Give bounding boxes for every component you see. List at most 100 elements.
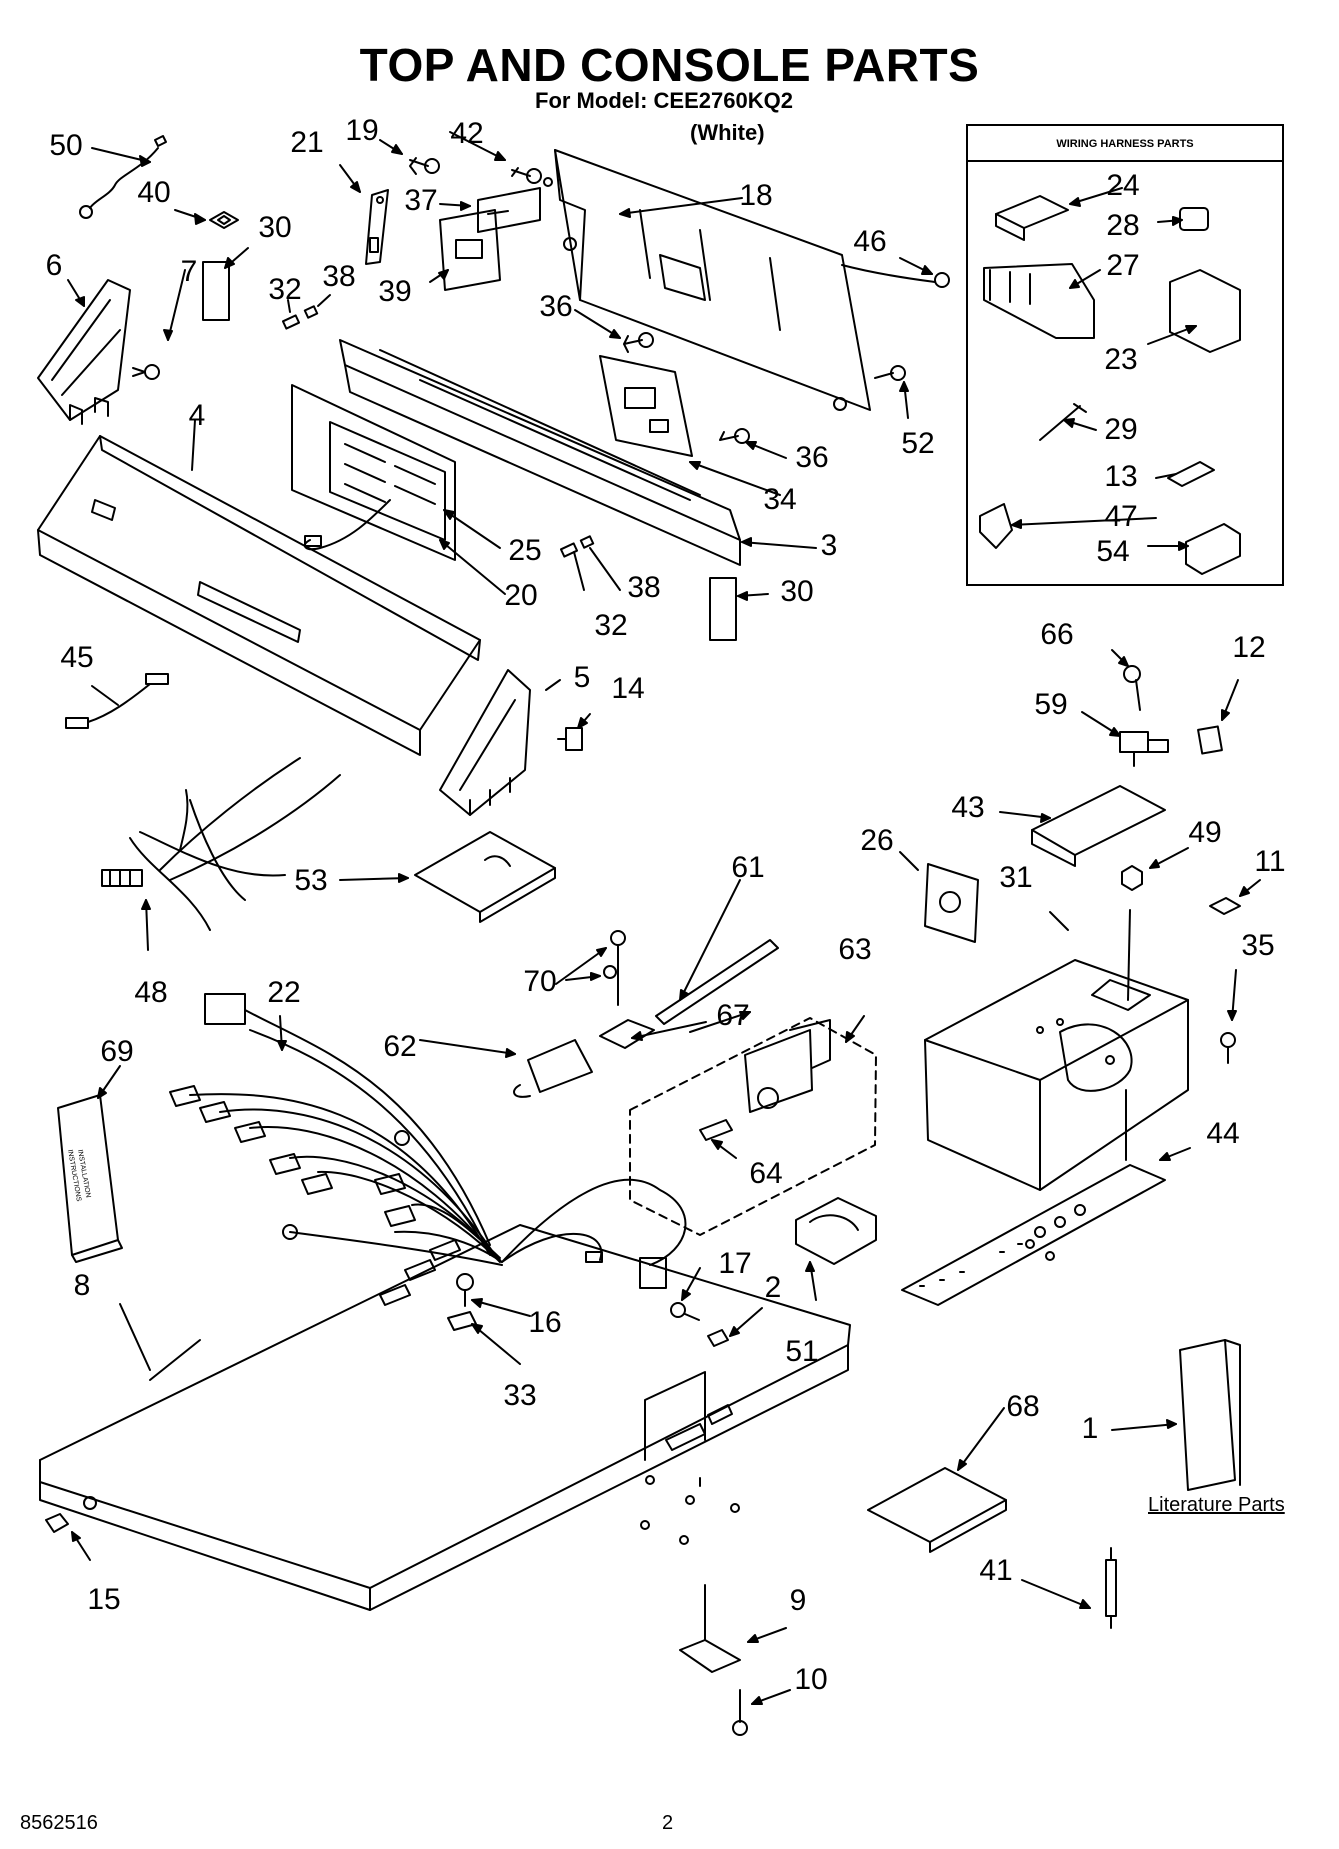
callout-47: 47 (1104, 500, 1138, 533)
callout-25: 25 (508, 534, 542, 567)
callout-31: 31 (999, 861, 1033, 894)
part-47-clip (979, 503, 1013, 549)
part-61-rod (655, 939, 779, 1025)
part-54-housing (1185, 523, 1241, 575)
part-30-label-top (202, 261, 230, 321)
callout-14: 14 (611, 672, 645, 705)
callout-53: 53 (294, 864, 328, 897)
part-41-fuse (1105, 1547, 1117, 1629)
part-32-pin-a (281, 314, 301, 330)
part-4-console-panel (37, 435, 481, 756)
part-34-control-board (599, 355, 693, 457)
model-subtitle: For Model: CEE2760KQ2 (535, 88, 793, 113)
callout-38-top: 38 (322, 260, 356, 293)
part-23-connector (1169, 269, 1241, 353)
callout-63: 63 (838, 933, 872, 966)
part-45-harness (65, 673, 169, 729)
part-66-key (1123, 665, 1141, 711)
callout-1: 1 (1081, 1412, 1099, 1445)
callout-8: 8 (73, 1269, 91, 1302)
callout-13: 13 (1104, 460, 1138, 493)
callout-49: 49 (1188, 816, 1222, 849)
callout-43: 43 (951, 791, 985, 824)
callout-68: 68 (1006, 1390, 1040, 1423)
callout-35: 35 (1241, 929, 1275, 962)
callout-64: 64 (749, 1157, 783, 1190)
part-48-harness (101, 757, 341, 931)
callout-26: 26 (860, 824, 894, 857)
part-69-booklet (57, 1094, 123, 1263)
part-39-bracket (439, 209, 501, 291)
callout-32-top: 32 (268, 273, 302, 306)
part-29-tie (1039, 403, 1087, 441)
callout-9: 9 (789, 1584, 807, 1617)
part-42-screw (511, 167, 542, 184)
part-31-housing (924, 909, 1189, 1191)
wiring-harness-title: WIRING HARNESS PARTS (968, 126, 1282, 162)
callout-30-top: 30 (258, 211, 292, 244)
part-32-pin-b (559, 542, 579, 558)
part-16-screw (456, 1273, 474, 1307)
callout-11: 11 (1254, 845, 1286, 878)
part-40-clip (209, 211, 239, 229)
part-36-screw-b (719, 428, 750, 444)
part-10-screw (732, 1689, 748, 1736)
part-13-terminal (1167, 461, 1215, 487)
callout-41: 41 (979, 1554, 1013, 1587)
part-46-wire (841, 264, 950, 288)
callout-59: 59 (1034, 688, 1068, 721)
callout-36-bottom: 36 (795, 441, 829, 474)
part-18-back-panel (543, 149, 871, 411)
part-62-clamp (513, 1039, 593, 1098)
callout-34: 34 (763, 483, 797, 516)
callout-7: 7 (180, 255, 198, 288)
callout-69: 69 (100, 1035, 134, 1068)
callout-12: 12 (1232, 631, 1266, 664)
callout-2: 2 (764, 1271, 782, 1304)
callout-4: 4 (188, 399, 206, 432)
part-67-bracket (599, 1019, 655, 1049)
callout-66: 66 (1040, 618, 1074, 651)
callout-23: 23 (1104, 343, 1138, 376)
part-70-screws (603, 930, 626, 1006)
part-20-ribbon-end (304, 535, 322, 547)
part-63-latch (629, 1017, 877, 1236)
part-64-lever (699, 1119, 733, 1141)
callout-33: 33 (503, 1379, 537, 1412)
part-7-screw (132, 364, 160, 380)
callout-50: 50 (49, 129, 83, 162)
part-25-switch (291, 384, 456, 561)
callout-39: 39 (378, 275, 412, 308)
callout-44: 44 (1206, 1117, 1240, 1150)
leader-arrows (67, 131, 1261, 1705)
part-24-connector (995, 195, 1069, 241)
part-68-pad (867, 1467, 1007, 1553)
part-53-pad (414, 831, 556, 923)
part-43-tray (1031, 785, 1166, 867)
callout-3: 3 (820, 529, 838, 562)
callout-54: 54 (1096, 535, 1130, 568)
callout-46: 46 (853, 225, 887, 258)
callout-51: 51 (785, 1335, 819, 1368)
callout-29: 29 (1104, 413, 1138, 446)
part-36-screw-a (623, 332, 654, 353)
callout-52: 52 (901, 427, 935, 460)
part-14-clip (557, 727, 583, 751)
part-22-harness (169, 993, 687, 1289)
part-15-button (45, 1513, 69, 1533)
part-17-part (670, 1302, 700, 1321)
part-27-connector (983, 263, 1095, 339)
part-11-part (1209, 897, 1241, 915)
callout-37: 37 (404, 184, 438, 217)
part-8-top-panel (39, 1224, 851, 1611)
callout-19: 19 (345, 114, 379, 147)
callout-36-top: 36 (539, 290, 573, 323)
part-38-pin-b (579, 535, 595, 549)
callout-15: 15 (87, 1583, 121, 1616)
callout-24: 24 (1106, 169, 1140, 202)
part-21-bracket (365, 189, 389, 265)
callout-48: 48 (134, 976, 168, 1009)
color-subtitle: (White) (690, 120, 765, 145)
part-51-cup (795, 1197, 877, 1265)
part-30-label-bottom (709, 577, 737, 641)
